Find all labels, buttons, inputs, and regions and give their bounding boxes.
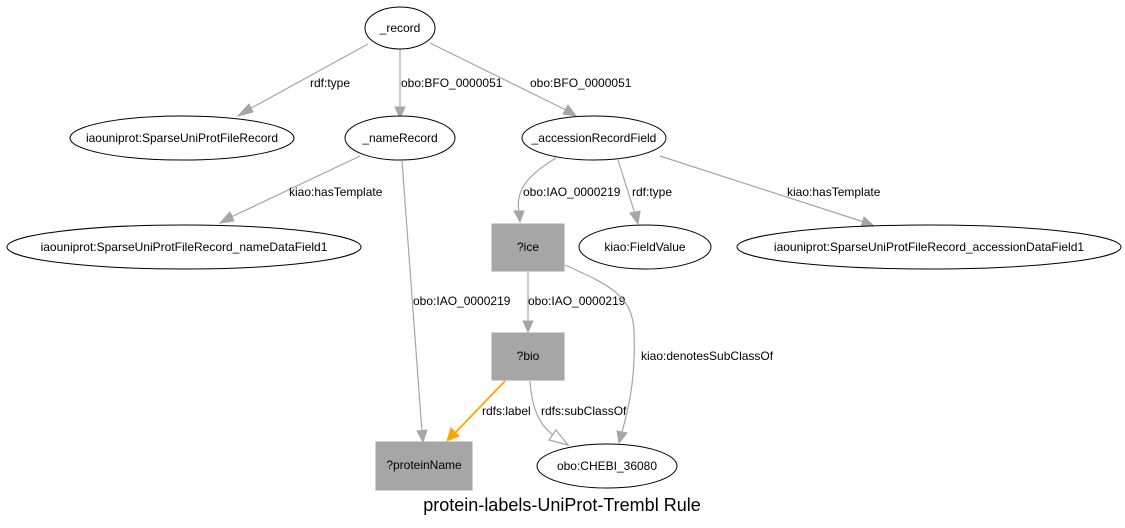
svg-text:iaouniprot:SparseUniProtFileRe: iaouniprot:SparseUniProtFileRecord_nameD… — [41, 240, 328, 254]
edge-record-name-record: obo:BFO_0000051 — [394, 49, 503, 120]
svg-text:obo:BFO_0000051: obo:BFO_0000051 — [530, 76, 632, 90]
svg-text:kiao:hasTemplate: kiao:hasTemplate — [289, 185, 383, 199]
edge-name-record-template: kiao:hasTemplate — [218, 155, 383, 224]
svg-text:rdf:type: rdf:type — [310, 76, 350, 90]
edge-accession-template: kiao:hasTemplate — [659, 155, 881, 228]
edge-ice-bio: obo:IAO_0000219 — [522, 272, 626, 334]
node-name-record[interactable]: _nameRecord — [344, 115, 456, 161]
svg-text:obo:IAO_0000219: obo:IAO_0000219 — [523, 185, 621, 199]
svg-text:rdfs:subClassOf: rdfs:subClassOf — [541, 404, 627, 418]
node-name-data-field[interactable]: iaouniprot:SparseUniProtFileRecord_nameD… — [6, 224, 362, 270]
edge-bio-chebi-subclass: rdfs:subClassOf — [529, 380, 627, 447]
edge-record-accession: obo:BFO_0000051 — [429, 42, 632, 117]
edge-name-record-protein-name: obo:IAO_0000219 — [401, 160, 511, 444]
node-protein-name-variable[interactable]: ?proteinName — [375, 441, 473, 491]
svg-text:_record: _record — [379, 21, 421, 35]
svg-text:?proteinName: ?proteinName — [386, 458, 462, 472]
node-record[interactable]: _record — [364, 6, 436, 50]
node-field-value[interactable]: kiao:FieldValue — [578, 224, 712, 270]
svg-text:kiao:denotesSubClassOf: kiao:denotesSubClassOf — [641, 349, 774, 363]
svg-text:obo:BFO_0000051: obo:BFO_0000051 — [401, 76, 503, 90]
edge-ice-chebi: kiao:denotesSubClassOf — [564, 264, 774, 445]
node-accession-data-field[interactable]: iaouniprot:SparseUniProtFileRecord_acces… — [736, 224, 1122, 270]
diagram-title: protein-labels-UniProt-Trembl Rule — [423, 495, 700, 515]
svg-text:iaouniprot:SparseUniProtFileRe: iaouniprot:SparseUniProtFileRecord — [86, 131, 278, 145]
node-chebi[interactable]: obo:CHEBI_36080 — [536, 443, 678, 489]
svg-text:obo:IAO_0000219: obo:IAO_0000219 — [413, 294, 511, 308]
edge-accession-type: rdf:type — [617, 159, 672, 226]
svg-text:iaouniprot:SparseUniProtFileRe: iaouniprot:SparseUniProtFileRecord_acces… — [774, 240, 1084, 254]
node-accession-record-field[interactable]: _accessionRecordField — [521, 115, 667, 161]
node-ice-variable[interactable]: ?ice — [491, 223, 565, 272]
edge-bio-protein-name-label: rdfs:label — [446, 380, 531, 442]
svg-text:obo:CHEBI_36080: obo:CHEBI_36080 — [557, 459, 657, 473]
edge-record-rdf-type: rdf:type — [236, 43, 369, 117]
svg-text:kiao:FieldValue: kiao:FieldValue — [604, 240, 685, 254]
svg-text:kiao:hasTemplate: kiao:hasTemplate — [787, 185, 881, 199]
node-sparse-uniprot-file-record[interactable]: iaouniprot:SparseUniProtFileRecord — [69, 115, 295, 161]
svg-text:obo:IAO_0000219: obo:IAO_0000219 — [528, 294, 626, 308]
svg-text:rdf:type: rdf:type — [632, 185, 672, 199]
edge-accession-ice: obo:IAO_0000219 — [513, 157, 621, 224]
svg-text:rdfs:label: rdfs:label — [482, 404, 531, 418]
node-bio-variable[interactable]: ?bio — [491, 332, 565, 381]
svg-text:_accessionRecordField: _accessionRecordField — [531, 131, 657, 145]
svg-text:?ice: ?ice — [517, 240, 539, 254]
svg-text:?bio: ?bio — [517, 349, 540, 363]
svg-text:_nameRecord: _nameRecord — [361, 131, 437, 145]
